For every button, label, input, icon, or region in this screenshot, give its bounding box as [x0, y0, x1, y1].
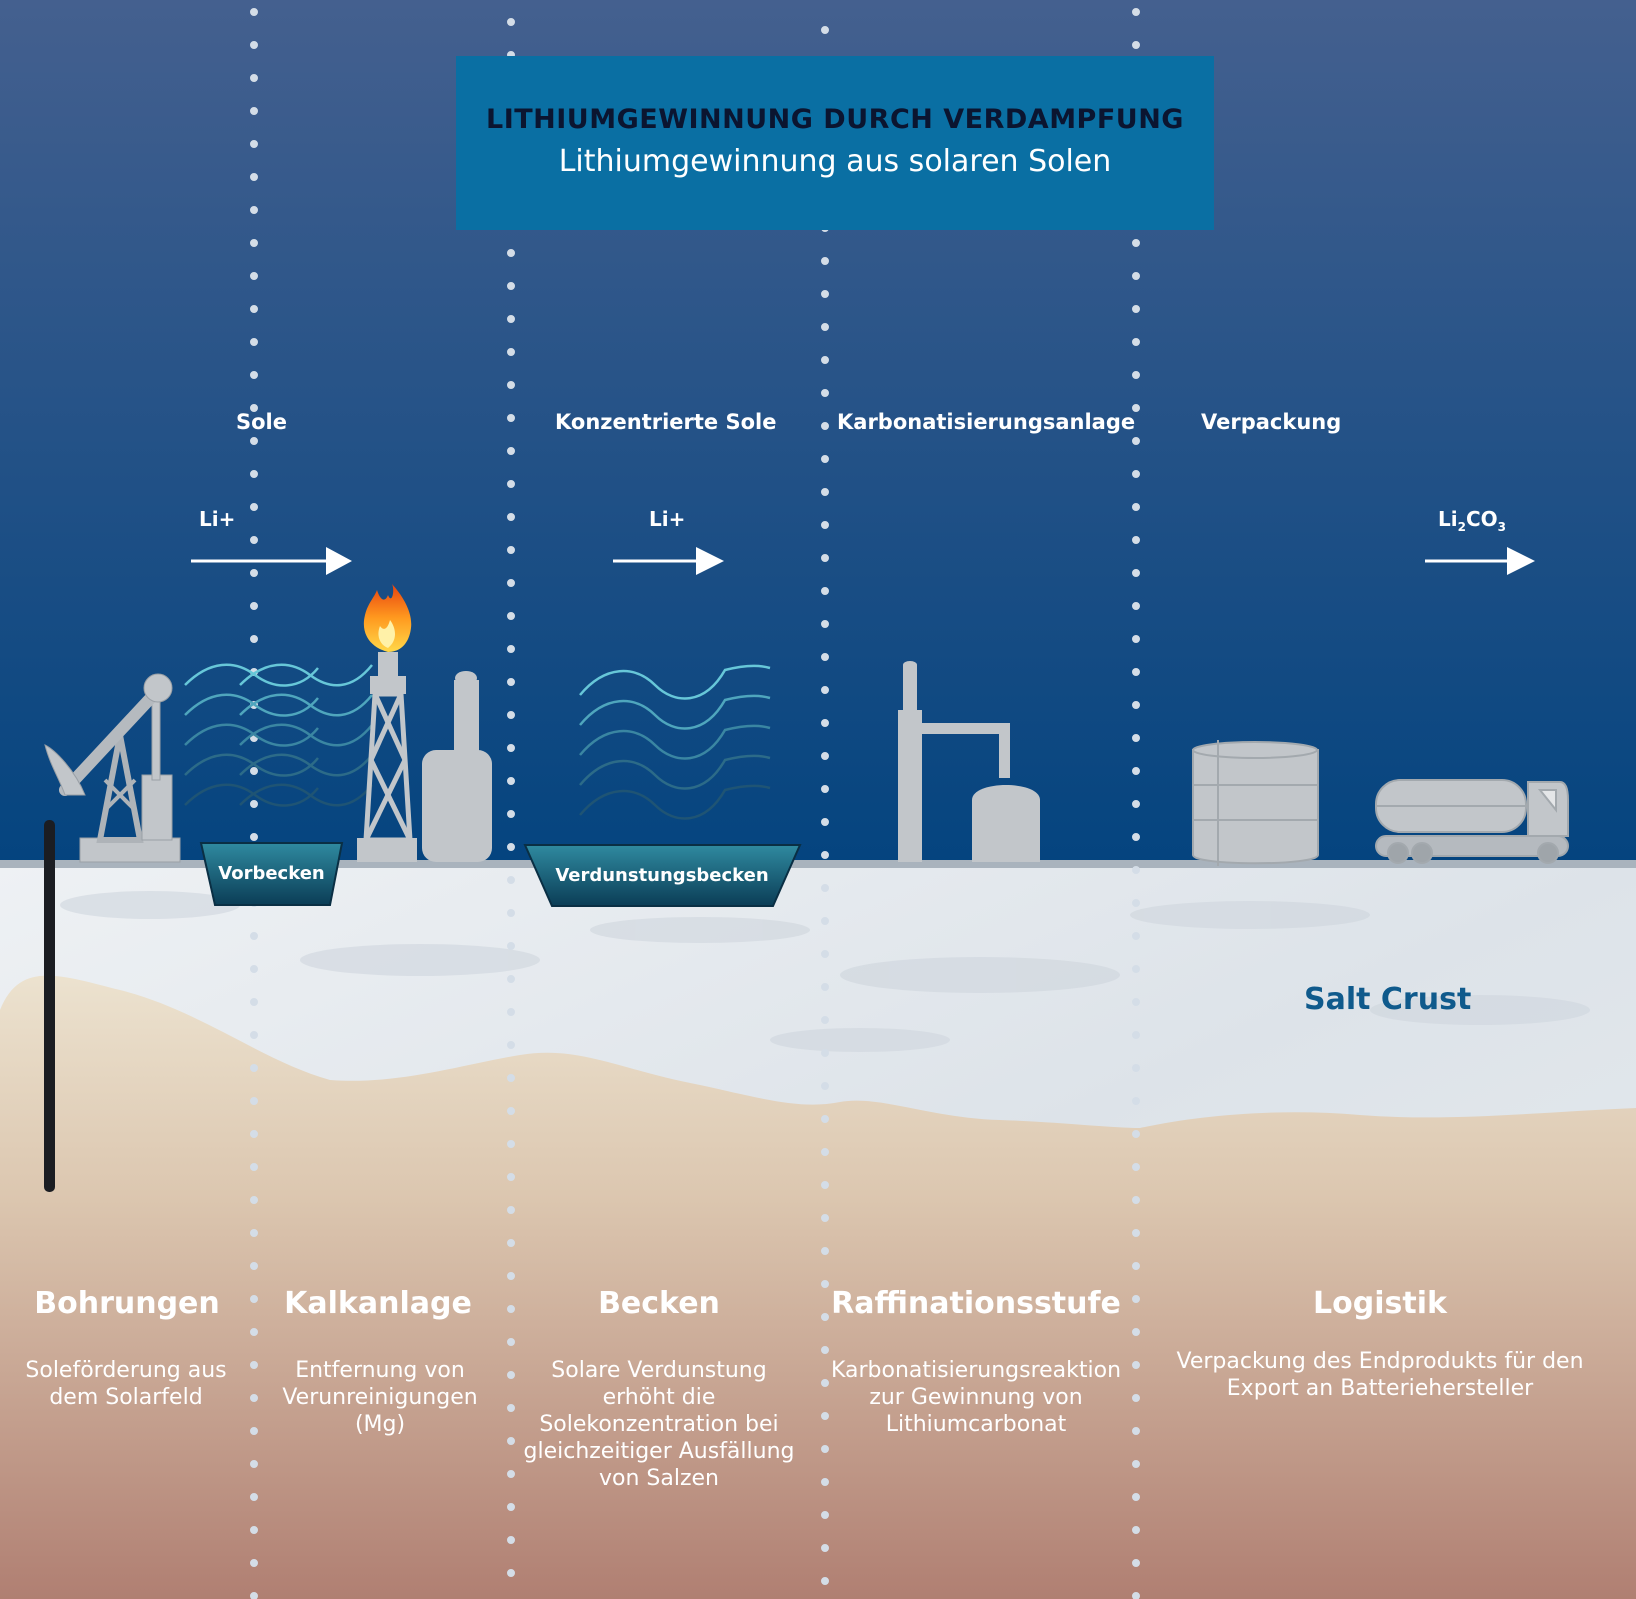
- step-desc-raffinationsstufe: Karbonatisierungsreaktion zur Gewinnung …: [830, 1358, 1122, 1437]
- pumpjack-icon: [44, 673, 181, 863]
- pool-label-verdunstungsbecken: Verdunstungsbecken: [555, 865, 769, 886]
- stage-label-konzentrierte-sole: Konzentrierte Sole: [555, 410, 777, 434]
- well-pipe: [44, 820, 55, 1192]
- flow-arrow-1: [191, 547, 352, 575]
- vorbecken-pool: [199, 842, 344, 906]
- ground-line: [0, 860, 1636, 868]
- storage-tank-icon: [1192, 740, 1319, 866]
- sand-soil-layer: [0, 975, 1636, 1599]
- evaporation-waves-center: [579, 664, 771, 820]
- pool-label-vorbecken: Vorbecken: [218, 863, 325, 884]
- step-title-logistik: Logistik: [1313, 1286, 1447, 1321]
- step-title-kalkanlage: Kalkanlage: [284, 1286, 472, 1321]
- stage-dividers: [250, 8, 1140, 1599]
- flare-stack-icon: [357, 584, 417, 862]
- ion-label-li-plus-2: Li+: [649, 507, 686, 531]
- stage-label-karbonatisierungsanlage: Karbonatisierungsanlage: [837, 410, 1136, 434]
- ion-label-li-plus-1: Li+: [199, 507, 236, 531]
- step-desc-becken: Solare Verdunstung erhöht die Solekonzen…: [523, 1358, 795, 1491]
- stage-label-sole: Sole: [236, 410, 287, 434]
- tanker-truck-icon: [1375, 779, 1569, 864]
- salt-texture: [60, 891, 1590, 1052]
- step-desc-bohrungen: Soleförderung aus dem Solarfeld: [25, 1358, 227, 1410]
- salt-crust-label: Salt Crust: [1304, 982, 1472, 1017]
- silo-icon: [422, 671, 492, 862]
- title-box: LITHIUMGEWINNUNG DURCH VERDAMPFUNG Lithi…: [456, 56, 1214, 230]
- ion-label-li2co3: Li2CO3: [1438, 507, 1507, 534]
- diagram-title: LITHIUMGEWINNUNG DURCH VERDAMPFUNG: [486, 104, 1184, 135]
- flow-arrow-2: [613, 547, 724, 575]
- step-desc-logistik: Verpackung des Endprodukts für den Expor…: [1176, 1349, 1584, 1401]
- step-title-becken: Becken: [598, 1286, 720, 1321]
- carbonation-plant-icon: [898, 661, 1040, 862]
- verdunstungsbecken-pool: [523, 844, 802, 907]
- step-title-raffinationsstufe: Raffinationsstufe: [831, 1286, 1121, 1321]
- step-desc-kalkanlage: Entfernung von Verunreinigungen (Mg): [282, 1358, 478, 1437]
- diagram-subtitle: Lithiumgewinnung aus solaren Solen: [558, 144, 1112, 179]
- step-title-bohrungen: Bohrungen: [34, 1286, 220, 1321]
- stage-label-verpackung: Verpackung: [1201, 410, 1342, 434]
- evaporation-waves-left: [184, 663, 373, 807]
- flow-arrow-3: [1425, 547, 1535, 575]
